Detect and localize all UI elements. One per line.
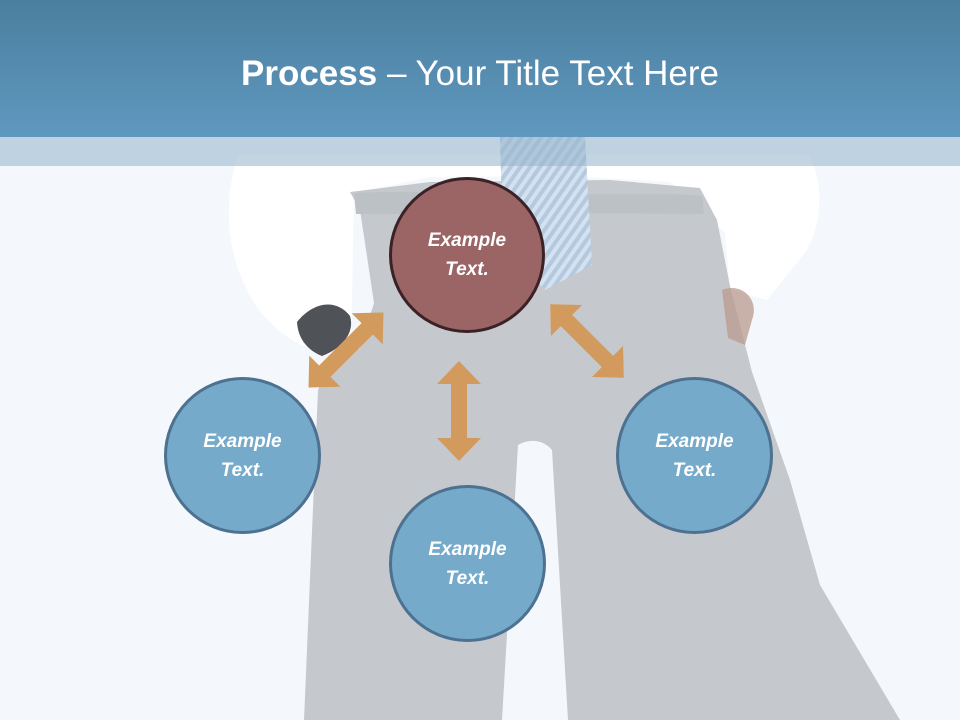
right-node[interactable]: Example Text. xyxy=(616,377,773,534)
title-bold: Process xyxy=(241,54,378,93)
header-bar xyxy=(0,0,960,137)
arrow-center-bottom xyxy=(437,361,481,461)
title-rest: – Your Title Text Here xyxy=(377,54,719,93)
slide-title: Process – Your Title Text Here xyxy=(0,52,960,96)
arrow-center-left xyxy=(308,312,384,388)
arrow-center-right xyxy=(550,304,624,378)
right-node-text: Example Text. xyxy=(655,430,734,481)
bottom-node[interactable]: Example Text. xyxy=(389,485,546,642)
center-node[interactable]: Example Text. xyxy=(389,177,545,333)
left-node-text: Example Text. xyxy=(203,430,282,481)
header-band xyxy=(0,137,960,166)
bottom-node-text: Example Text. xyxy=(428,538,507,589)
center-node-text: Example Text. xyxy=(427,230,507,280)
left-node[interactable]: Example Text. xyxy=(164,377,321,534)
